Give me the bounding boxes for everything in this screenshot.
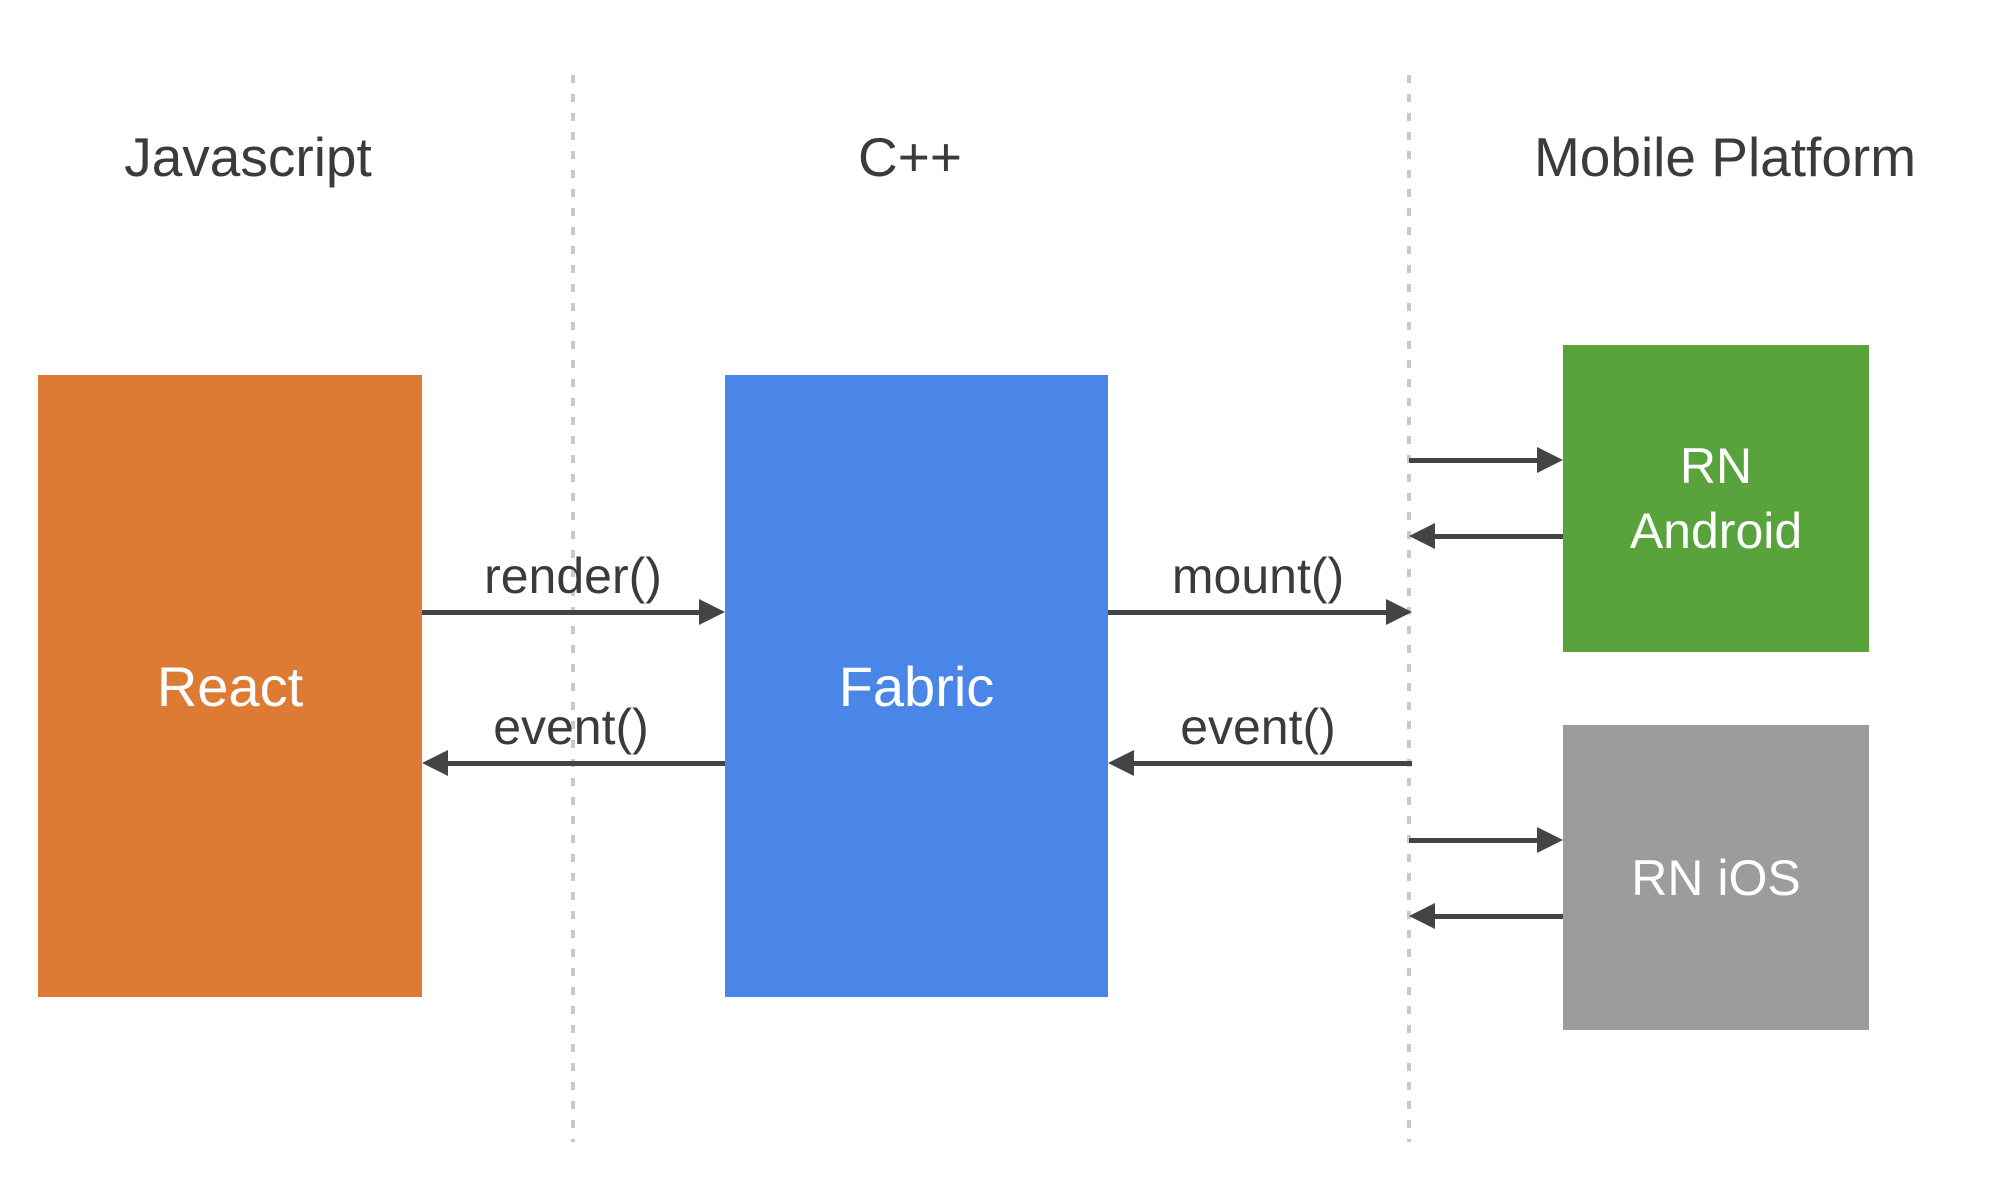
arrowhead-right-icon	[1537, 827, 1563, 853]
arrow-shaft	[422, 610, 703, 615]
arrow-shaft	[1431, 534, 1563, 539]
arrowhead-left-icon	[1409, 903, 1435, 929]
arrowhead-left-icon	[422, 750, 448, 776]
arrow-divider-to-rn-ios	[1409, 827, 1563, 853]
arrow-shaft	[1108, 610, 1390, 615]
arrow-mount-fabric-to-platform	[1108, 599, 1412, 625]
node-rn-android-label: RN Android	[1629, 437, 1803, 559]
arrow-label-mount: mount()	[1171, 548, 1345, 604]
node-react-label: React	[156, 654, 304, 718]
arrowhead-right-icon	[699, 599, 725, 625]
arrow-divider-to-rn-android	[1409, 447, 1563, 473]
column-header-javascript: Javascript	[124, 126, 372, 188]
column-header-cpp: C++	[858, 126, 962, 188]
node-react: React	[38, 375, 422, 997]
arrow-rn-android-to-divider	[1409, 523, 1563, 549]
arrow-label-event-right: event()	[1180, 699, 1336, 755]
arrow-shaft	[444, 761, 725, 766]
arrowhead-right-icon	[1386, 599, 1412, 625]
node-rn-android: RN Android	[1563, 345, 1869, 652]
node-fabric-label: Fabric	[838, 654, 995, 718]
arrow-render-react-to-fabric	[422, 599, 725, 625]
arrowhead-left-icon	[1108, 750, 1134, 776]
arrow-rn-ios-to-divider	[1409, 903, 1563, 929]
node-fabric: Fabric	[725, 375, 1108, 997]
arrow-shaft	[1130, 761, 1412, 766]
arrowhead-right-icon	[1537, 447, 1563, 473]
arrow-event-platform-to-fabric	[1108, 750, 1412, 776]
node-rn-ios: RN iOS	[1563, 725, 1869, 1030]
divider-js-cpp	[571, 75, 575, 1142]
arrow-shaft	[1431, 914, 1563, 919]
arrow-shaft	[1409, 838, 1541, 843]
node-rn-ios-label: RN iOS	[1631, 849, 1801, 906]
arrow-event-fabric-to-react	[422, 750, 725, 776]
arrowhead-left-icon	[1409, 523, 1435, 549]
column-header-mobile-platform: Mobile Platform	[1533, 126, 1917, 188]
arrow-label-event-left: event()	[493, 699, 649, 755]
arrow-label-render: render()	[484, 548, 662, 604]
arrow-shaft	[1409, 458, 1541, 463]
